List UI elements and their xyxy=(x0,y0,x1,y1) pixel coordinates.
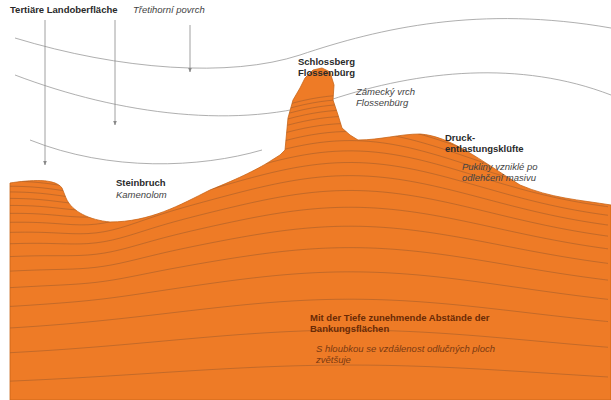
banking-line xyxy=(0,226,608,271)
surface-label: Třetihorní povrch xyxy=(133,4,243,15)
banking-line xyxy=(0,272,608,307)
erosion-arrows xyxy=(45,20,190,165)
depth-note: Mit der Tiefe zunehmende Abstände der Ba… xyxy=(310,312,510,334)
surface-line xyxy=(30,140,262,164)
surface-label: Tertiäre Landoberfläche xyxy=(10,4,135,15)
banking-line xyxy=(0,116,608,193)
peak-label: Zámecký vrch Flossenbürg xyxy=(356,86,436,108)
erosion-arrow xyxy=(45,20,46,165)
depth-note: S hloubkou se vzdálenost odlučných ploch… xyxy=(316,343,501,365)
quarry-label: Kamenolom xyxy=(116,189,196,200)
banking-line xyxy=(0,190,608,244)
erosion-arrow xyxy=(190,25,191,72)
banking-line xyxy=(0,365,608,382)
banking-line xyxy=(0,176,608,234)
banking-line xyxy=(0,123,608,198)
banking-surfaces xyxy=(0,95,608,400)
banking-line xyxy=(0,110,608,188)
granite-body xyxy=(10,68,611,400)
peak-label: Schlossberg Flossenbürg xyxy=(298,56,378,78)
erosion-arrow xyxy=(115,20,116,125)
banking-line xyxy=(0,248,608,289)
joint-label: Pukliny vzniklé po odlehčení masivu xyxy=(462,161,547,183)
joint-label: Druck- entlastungsklüfte xyxy=(445,132,540,154)
banking-line xyxy=(0,299,608,328)
banking-line xyxy=(0,330,608,353)
quarry-label: Steinbruch xyxy=(116,177,196,188)
banking-line xyxy=(0,104,608,184)
